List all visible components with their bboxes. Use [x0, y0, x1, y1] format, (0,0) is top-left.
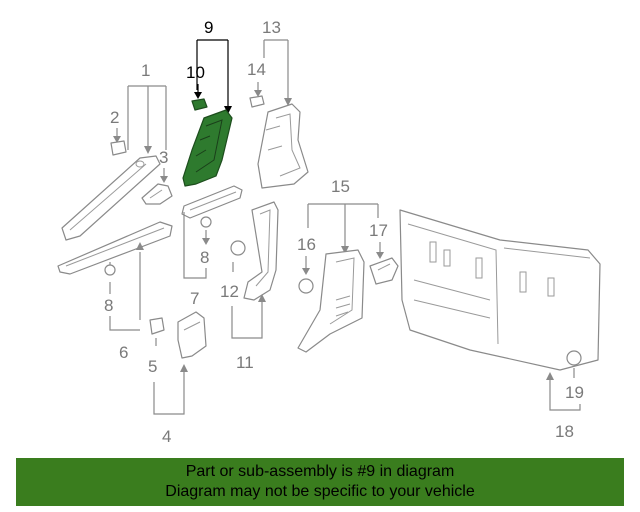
callout-2[interactable]: 2: [110, 108, 119, 127]
arrow-16: [302, 268, 310, 275]
part-5-clip[interactable]: [149, 317, 165, 335]
arrow-8b: [202, 238, 210, 245]
leader-6: [109, 316, 140, 331]
info-banner: Part or sub-assembly is #9 in diagram Di…: [16, 458, 624, 506]
part-11-center-pillar-trim[interactable]: [243, 201, 279, 301]
part-8a-fastener[interactable]: [104, 264, 116, 276]
part-16-fastener[interactable]: [298, 278, 314, 294]
leader-11: [231, 300, 263, 339]
part-8b-fastener[interactable]: [200, 216, 212, 228]
callout-19[interactable]: 19: [565, 383, 584, 402]
arrow-13: [284, 98, 292, 106]
part-19-fastener[interactable]: [566, 350, 582, 366]
part-2-clip[interactable]: [110, 140, 127, 156]
arrow-18: [546, 372, 554, 380]
arrow-4: [180, 364, 188, 372]
callout-6[interactable]: 6: [119, 343, 128, 362]
part-1-windshield-pillar-trim[interactable]: [61, 155, 161, 241]
part-3-handle[interactable]: [141, 183, 173, 205]
part-6-sill-plate[interactable]: [57, 221, 173, 275]
callout-1[interactable]: 1: [141, 61, 150, 80]
arrow-11: [258, 294, 266, 302]
arrow-10: [194, 92, 202, 99]
callout-5[interactable]: 5: [148, 357, 157, 376]
part-10-clip[interactable]: [191, 98, 208, 111]
callout-9[interactable]: 9: [204, 18, 213, 37]
leader-15: [307, 203, 379, 248]
part-7-scuff-plate[interactable]: [181, 185, 243, 219]
leader-18: [549, 378, 581, 411]
leader-9: [196, 39, 229, 108]
callout-4[interactable]: 4: [162, 427, 171, 446]
callout-8a[interactable]: 8: [104, 296, 113, 315]
leader-1: [127, 85, 167, 150]
callout-3[interactable]: 3: [159, 148, 168, 167]
part-18-side-panel[interactable]: [399, 209, 601, 371]
parts-diagram: 9 10 13 14 1 2 3: [57, 18, 601, 446]
part-4-lower-trim[interactable]: [177, 311, 207, 359]
callout-8b[interactable]: 8: [200, 248, 209, 267]
arrow-15: [341, 246, 349, 254]
callout-12[interactable]: 12: [220, 282, 239, 301]
part-14-clip[interactable]: [249, 95, 265, 108]
callout-17[interactable]: 17: [369, 221, 388, 240]
arrow-1: [144, 146, 152, 154]
callout-15[interactable]: 15: [331, 177, 350, 196]
leader-7: [183, 212, 207, 279]
arrow-3: [160, 176, 168, 183]
callout-14[interactable]: 14: [247, 60, 266, 79]
arrow-6: [136, 242, 144, 250]
part-15-lower-quarter-trim[interactable]: [297, 249, 365, 353]
callout-16[interactable]: 16: [297, 235, 316, 254]
part-13-quarter-trim[interactable]: [257, 103, 309, 189]
banner-line-2: Diagram may not be specific to your vehi…: [165, 483, 475, 500]
callout-18[interactable]: 18: [555, 422, 574, 441]
arrow-17: [376, 252, 384, 259]
callout-13[interactable]: 13: [262, 18, 281, 37]
leader-13: [263, 39, 289, 100]
callout-11[interactable]: 11: [236, 353, 254, 372]
banner-line-1: Part or sub-assembly is #9 in diagram: [185, 463, 455, 480]
arrow-9: [224, 106, 232, 114]
callout-7[interactable]: 7: [190, 289, 199, 308]
part-9-pillar-trim[interactable]: [182, 109, 233, 187]
part-17-handle[interactable]: [369, 257, 399, 285]
part-12-bolt[interactable]: [230, 240, 246, 256]
leader-4: [153, 370, 185, 415]
arrow-14: [254, 90, 262, 97]
callout-10[interactable]: 10: [186, 63, 205, 82]
arrow-2: [113, 136, 121, 143]
